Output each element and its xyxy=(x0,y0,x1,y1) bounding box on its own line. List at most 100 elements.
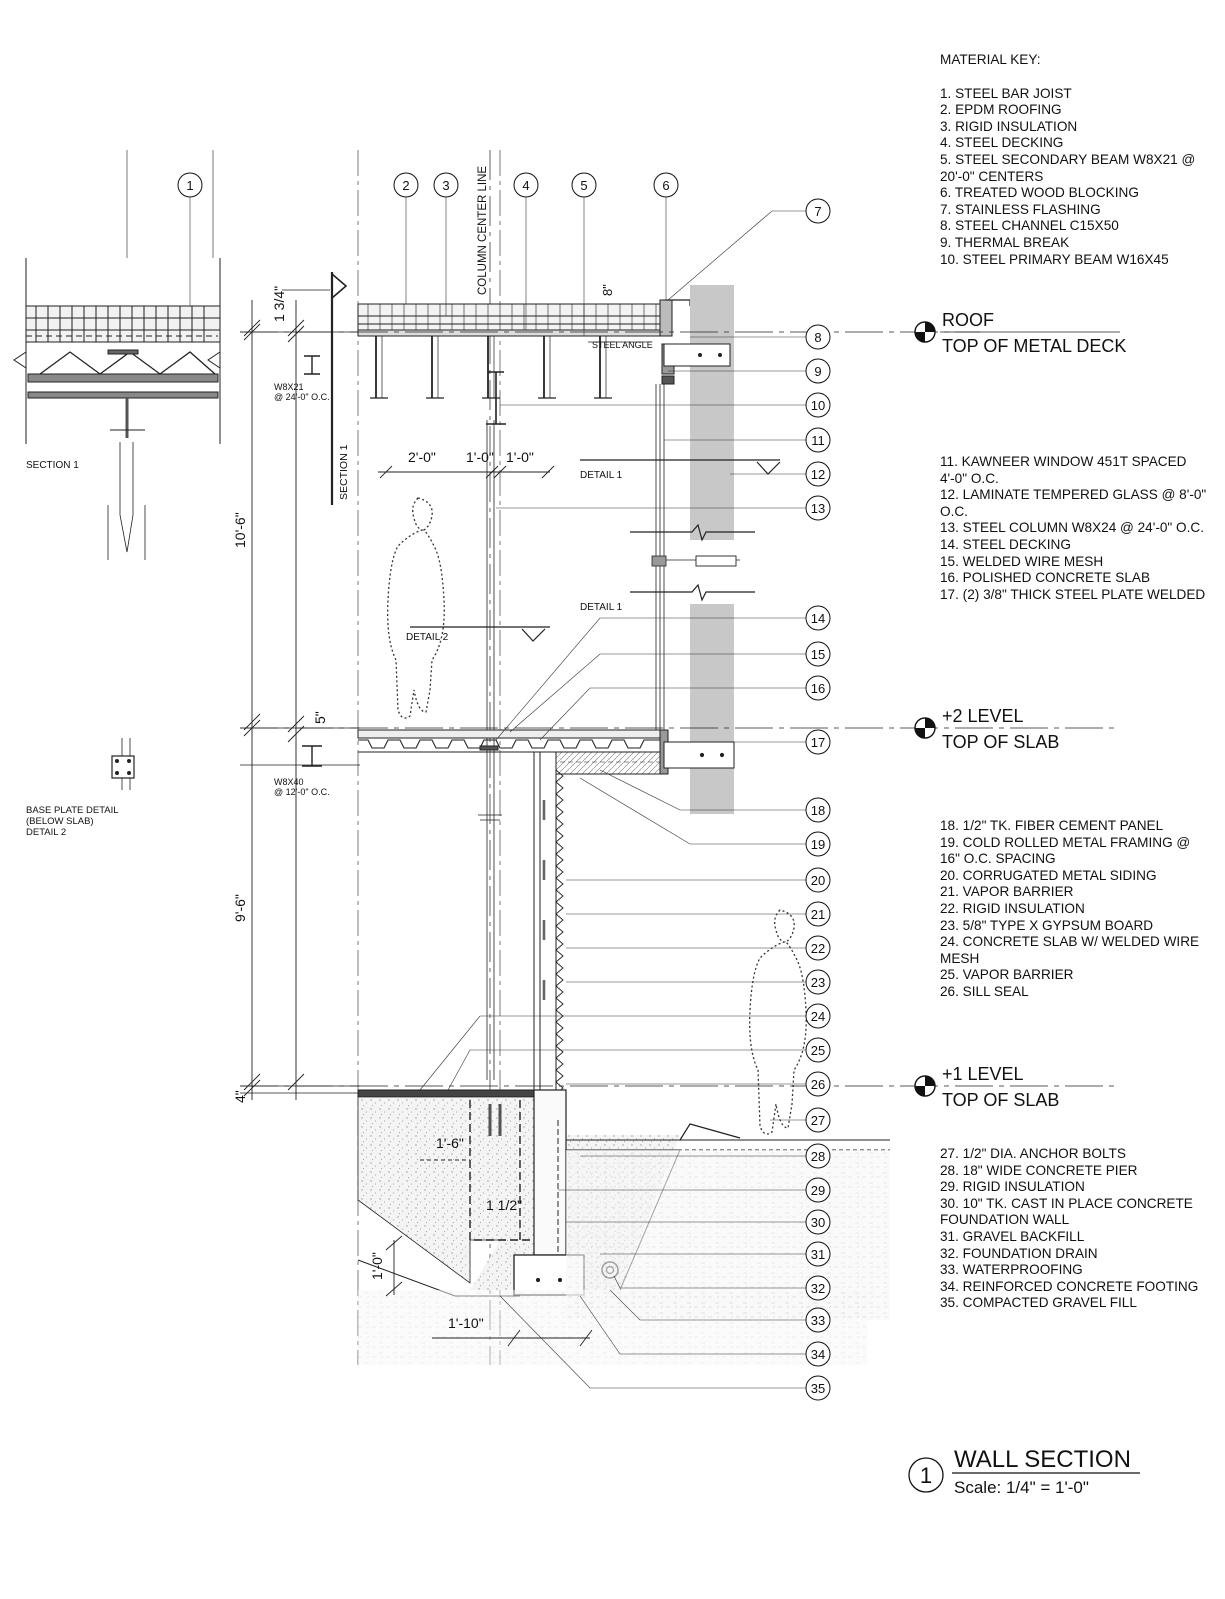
key-item: 35. COMPACTED GRAVEL FILL xyxy=(940,1295,1137,1311)
key-item: 16. POLISHED CONCRETE SLAB xyxy=(940,570,1151,586)
key-item: 17. (2) 3/8" THICK STEEL PLATE WELDED xyxy=(940,586,1206,602)
callout-tag-11: 11 xyxy=(805,427,831,453)
svg-text:27: 27 xyxy=(811,1113,825,1128)
callout-tag-35: 35 xyxy=(805,1375,831,1401)
svg-text:9: 9 xyxy=(814,364,821,379)
base-plate-label-3: DETAIL 2 xyxy=(26,827,66,838)
level-marker-roof xyxy=(914,321,936,343)
steel-angle-label: STEEL ANGLE xyxy=(592,340,653,350)
dim-4: 4" xyxy=(232,1090,248,1103)
svg-text:21: 21 xyxy=(811,907,825,922)
l1-level-sub: TOP OF SLAB xyxy=(942,1090,1059,1110)
svg-text:33: 33 xyxy=(811,1313,825,1328)
w8x40-label: W8X40 xyxy=(274,777,304,787)
key-item: 31. GRAVEL BACKFILL xyxy=(940,1228,1085,1244)
key-item: 23. 5/8" TYPE X GYPSUM BOARD xyxy=(940,917,1154,933)
svg-text:23: 23 xyxy=(811,975,825,990)
key-item: 30. 10" TK. CAST IN PLACE CONCRETE xyxy=(940,1195,1193,1211)
key-item: 11. KAWNEER WINDOW 451T SPACED 4'-0" O.C… xyxy=(940,454,1187,486)
callout-tag-27: 27 xyxy=(805,1107,831,1133)
svg-text:10: 10 xyxy=(811,398,825,413)
dim-10-6: 10'-6" xyxy=(232,512,248,548)
dim-9-6: 9'-6" xyxy=(232,894,248,922)
svg-text:14: 14 xyxy=(811,611,825,626)
svg-text:31: 31 xyxy=(811,1247,825,1262)
svg-text:3: 3 xyxy=(442,178,449,193)
key-item: 27. 1/2" DIA. ANCHOR BOLTS xyxy=(940,1146,1126,1161)
section-1-vertical-label: SECTION 1 xyxy=(338,444,350,500)
l1-level-name: +1 LEVEL xyxy=(942,1064,1024,1084)
key-item: 7. STAINLESS FLASHING xyxy=(940,201,1101,217)
callout-tag-29: 29 xyxy=(805,1177,831,1203)
section-1-label: SECTION 1 xyxy=(26,460,79,471)
svg-text:18: 18 xyxy=(811,803,825,818)
callout-tag-7: 7 xyxy=(805,198,831,224)
key-item: 1. STEEL BAR JOIST xyxy=(940,85,1072,101)
key-item: 8. STEEL CHANNEL C15X50 xyxy=(940,218,1119,234)
svg-text:12: 12 xyxy=(811,467,825,482)
level-marker-l2 xyxy=(914,717,936,739)
svg-text:15: 15 xyxy=(811,647,825,662)
level-2-slab xyxy=(357,729,735,775)
svg-text:2: 2 xyxy=(402,178,409,193)
foundation-dims xyxy=(385,1159,593,1347)
level-lines xyxy=(240,331,1120,1087)
svg-text:30: 30 xyxy=(811,1215,825,1230)
title-block: 1 WALL SECTION Scale: 1/4" = 1'-0" xyxy=(908,1446,1140,1497)
earth-hatch-lower xyxy=(358,1290,868,1365)
l2-level-sub: TOP OF SLAB xyxy=(942,732,1059,752)
callout-tag-26: 26 xyxy=(805,1071,831,1097)
callout-tag-19: 19 xyxy=(805,831,831,857)
svg-text:32: 32 xyxy=(811,1281,825,1296)
roof-level-sub: TOP OF METAL DECK xyxy=(942,336,1126,356)
roof-assembly xyxy=(357,299,691,425)
svg-text:20: 20 xyxy=(811,873,825,888)
top-tag-6: 6 xyxy=(653,172,679,300)
l2-level-name: +2 LEVEL xyxy=(942,706,1024,726)
callout-tag-33: 33 xyxy=(805,1307,831,1333)
human-figure-lower xyxy=(749,909,807,1135)
dim-8: 8" xyxy=(600,284,615,296)
callout-tag-30: 30 xyxy=(805,1209,831,1235)
top-tag-1: 1 xyxy=(177,172,203,306)
key-item: 18. 1/2" TK. FIBER CEMENT PANEL xyxy=(940,818,1164,833)
callout-tag-10: 10 xyxy=(805,392,831,418)
dim-5: 5" xyxy=(312,711,328,724)
key-item: 24. CONCRETE SLAB W/ WELDED WIRE MESH xyxy=(940,934,1200,966)
w8x21-label: W8X21 xyxy=(274,382,304,392)
callout-tag-9: 9 xyxy=(805,358,831,384)
key-item: 21. VAPOR BARRIER xyxy=(940,884,1074,900)
dim-1-0-a: 1'-0" xyxy=(466,449,494,465)
callout-tag-31: 31 xyxy=(805,1241,831,1267)
callout-tag-28: 28 xyxy=(805,1143,831,1169)
svg-text:7: 7 xyxy=(814,204,821,219)
material-key-group-3: 18. 1/2" TK. FIBER CEMENT PANEL 19. COLD… xyxy=(940,818,1210,1001)
w8x40-spacing: @ 12'-0" O.C. xyxy=(274,787,330,797)
key-item: 19. COLD ROLLED METAL FRAMING @ 16" O.C.… xyxy=(940,834,1191,867)
key-item: FOUNDATION WALL xyxy=(940,1212,1070,1228)
svg-text:22: 22 xyxy=(811,941,825,956)
top-tag-2: 2 xyxy=(393,172,419,304)
callout-tag-15: 15 xyxy=(805,641,831,667)
dim-1-3-4: 1 3/4" xyxy=(271,286,287,322)
dim-1-10: 1'-10" xyxy=(448,1315,484,1331)
detail-markers xyxy=(410,459,781,642)
w8x21-spacing: @ 24'-0" O.C. xyxy=(274,392,330,402)
callout-tag-22: 22 xyxy=(805,935,831,961)
svg-text:19: 19 xyxy=(811,837,825,852)
top-tag-5: 5 xyxy=(571,172,597,336)
key-item: 6. TREATED WOOD BLOCKING xyxy=(940,185,1139,201)
svg-text:26: 26 xyxy=(811,1077,825,1092)
svg-text:16: 16 xyxy=(811,681,825,696)
material-key-group-4: 27. 1/2" DIA. ANCHOR BOLTS 28. 18" WIDE … xyxy=(940,1146,1210,1312)
key-item: 14. STEEL DECKING xyxy=(940,536,1071,552)
title-name: WALL SECTION xyxy=(954,1446,1131,1473)
section-cut-marker xyxy=(330,272,348,505)
svg-text:25: 25 xyxy=(811,1043,825,1058)
svg-text:29: 29 xyxy=(811,1183,825,1198)
key-item: 32. FOUNDATION DRAIN xyxy=(940,1245,1098,1261)
top-tag-3: 3 xyxy=(433,172,459,316)
callout-tag-23: 23 xyxy=(805,969,831,995)
callout-tag-32: 32 xyxy=(805,1275,831,1301)
key-item: 15. WELDED WIRE MESH xyxy=(940,553,1104,569)
